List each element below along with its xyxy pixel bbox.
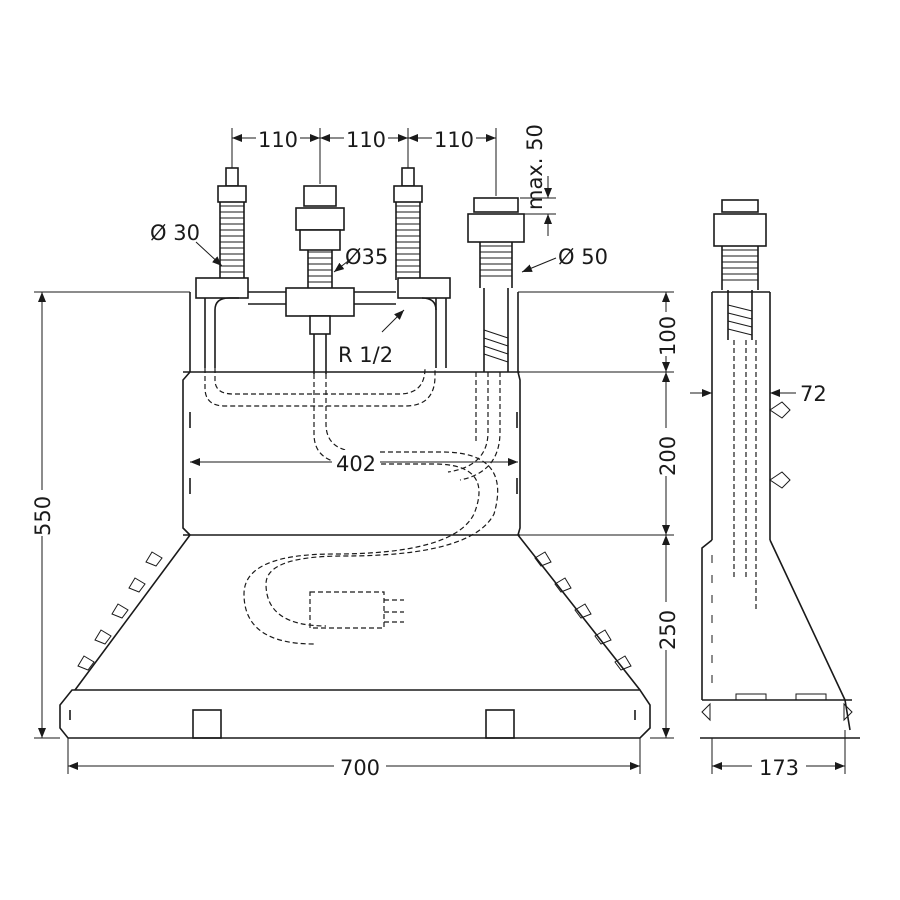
spacing-label-3: 110 [434, 128, 474, 152]
front-view: 110 110 110 max. 50 Ø 30 Ø35 Ø 50 R 1/2 … [30, 124, 680, 780]
leader-d30 [195, 241, 223, 267]
inner-width-label: 402 [336, 452, 376, 476]
valve-right [393, 167, 451, 299]
max-extension-label: max. 50 [523, 124, 547, 210]
height-total-label: 550 [31, 496, 55, 536]
valve-center [285, 185, 355, 374]
base-cutout-left [192, 709, 222, 739]
spacing-label-2: 110 [346, 128, 386, 152]
top-housing [189, 292, 519, 372]
dim-right-heights [518, 291, 674, 739]
depth-top-label: 72 [800, 382, 827, 406]
total-width-label: 700 [340, 756, 380, 780]
mounting-slots [69, 412, 636, 720]
diverter-valve [467, 197, 525, 372]
spacing-label-1: 110 [258, 128, 298, 152]
height-middle-label: 200 [656, 436, 680, 476]
valve-left [195, 167, 249, 299]
connection-pipes [204, 291, 447, 368]
middle-housing [182, 371, 521, 536]
leader-thread [381, 309, 405, 333]
diameter-50-label: Ø 50 [558, 245, 608, 269]
dim-max-extension [520, 176, 556, 236]
base-cutout-right [485, 709, 515, 739]
base-plate [59, 689, 651, 739]
dim-total-height [34, 291, 190, 739]
height-top-label: 100 [656, 316, 680, 356]
depth-total-label: 173 [759, 756, 799, 780]
diameter-35-label: Ø35 [345, 245, 388, 269]
thread-label: R 1/2 [338, 343, 393, 367]
side-clips [77, 551, 632, 671]
leader-d35 [333, 257, 353, 273]
hidden-hoses [204, 367, 501, 645]
side-flare [700, 539, 860, 739]
flared-housing [74, 534, 641, 691]
leader-d50 [521, 257, 557, 273]
side-view: 72 173 [690, 199, 860, 780]
side-column [711, 291, 771, 540]
height-bottom-label: 250 [656, 610, 680, 650]
diameter-30-label: Ø 30 [150, 221, 200, 245]
